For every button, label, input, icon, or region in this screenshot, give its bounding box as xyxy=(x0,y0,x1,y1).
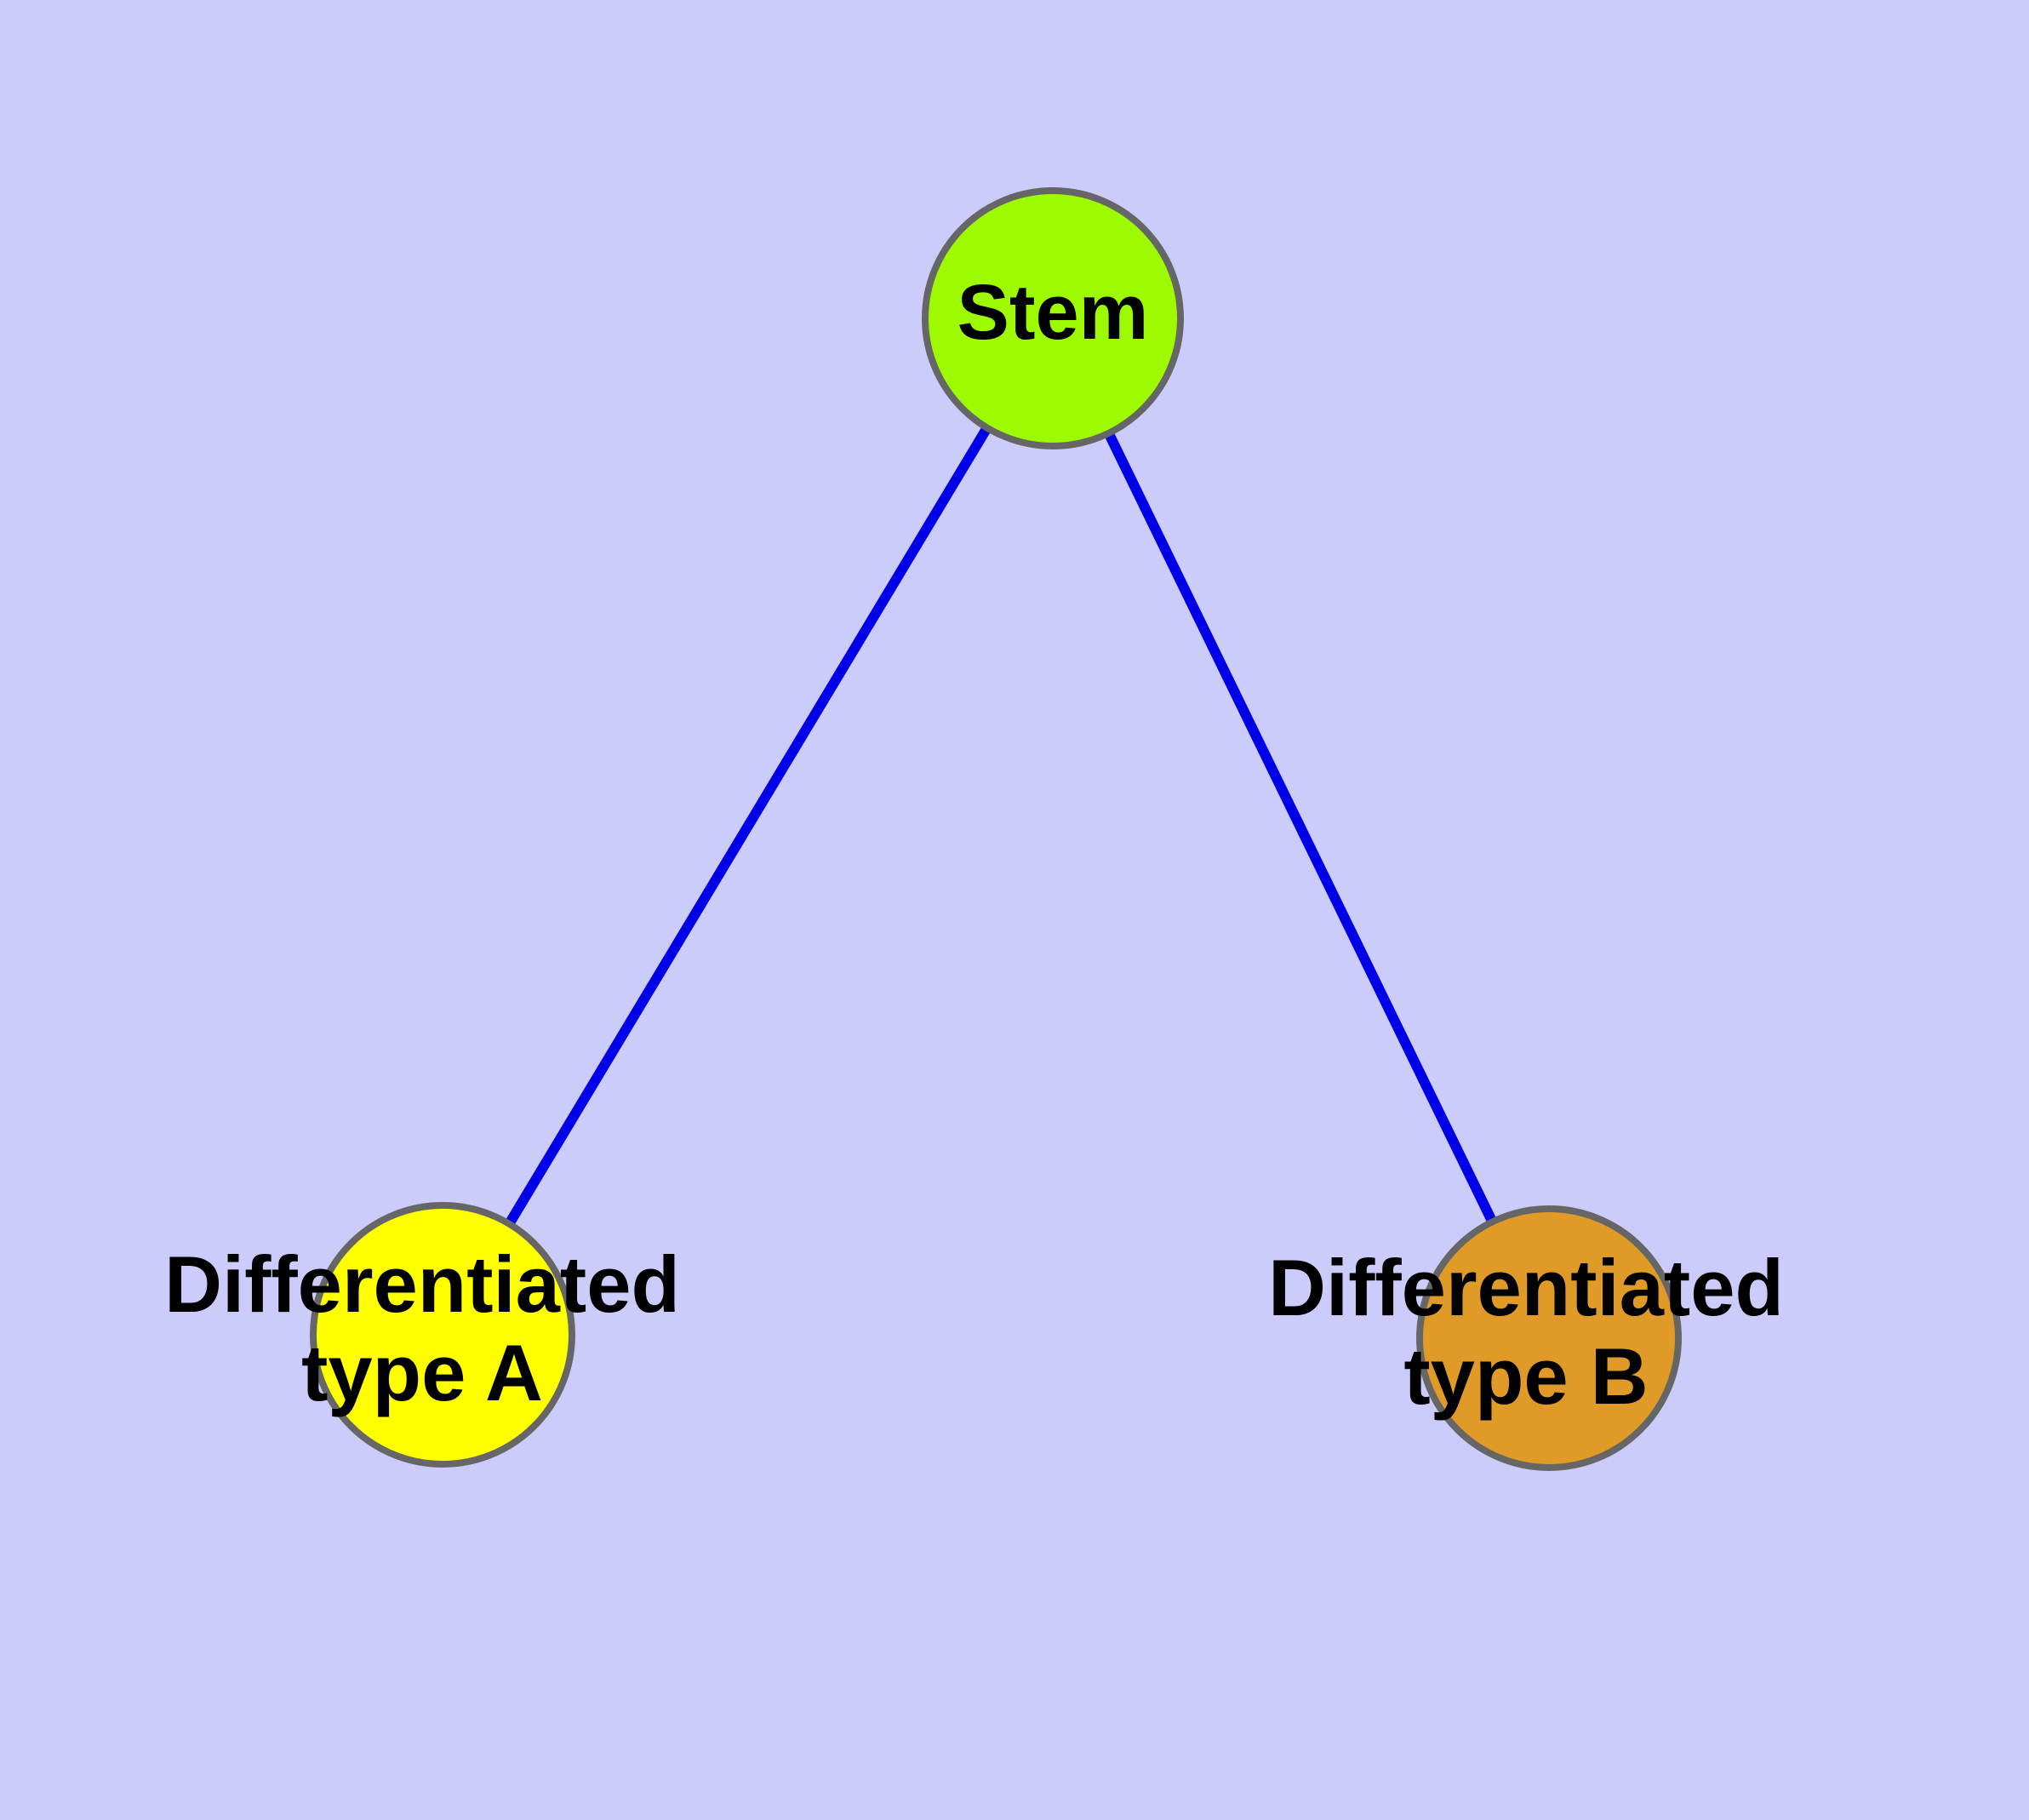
nodes-layer xyxy=(310,187,1682,1471)
label-line: Differentiated xyxy=(164,1239,680,1329)
node-stem[interactable] xyxy=(922,187,1184,449)
label-line: type B xyxy=(1403,1331,1648,1421)
node-differentiated-type-b[interactable] xyxy=(1416,1205,1682,1471)
node-differentiated-type-b-circle[interactable] xyxy=(1416,1205,1682,1471)
node-differentiated-type-a[interactable] xyxy=(310,1202,575,1468)
edge-stem-to-differentiated-type-b[interactable] xyxy=(1048,316,1554,1341)
edges-layer xyxy=(437,315,1554,1341)
edge-stem-to-differentiated-type-a[interactable] xyxy=(437,315,1058,1338)
node-stem-circle[interactable] xyxy=(922,187,1184,449)
node-stem-label: Stem xyxy=(957,269,1149,356)
label-line: Stem xyxy=(957,269,1149,356)
label-line: Differentiated xyxy=(1268,1243,1784,1332)
label-line: type A xyxy=(301,1328,543,1417)
node-differentiated-type-a-circle[interactable] xyxy=(310,1202,575,1468)
